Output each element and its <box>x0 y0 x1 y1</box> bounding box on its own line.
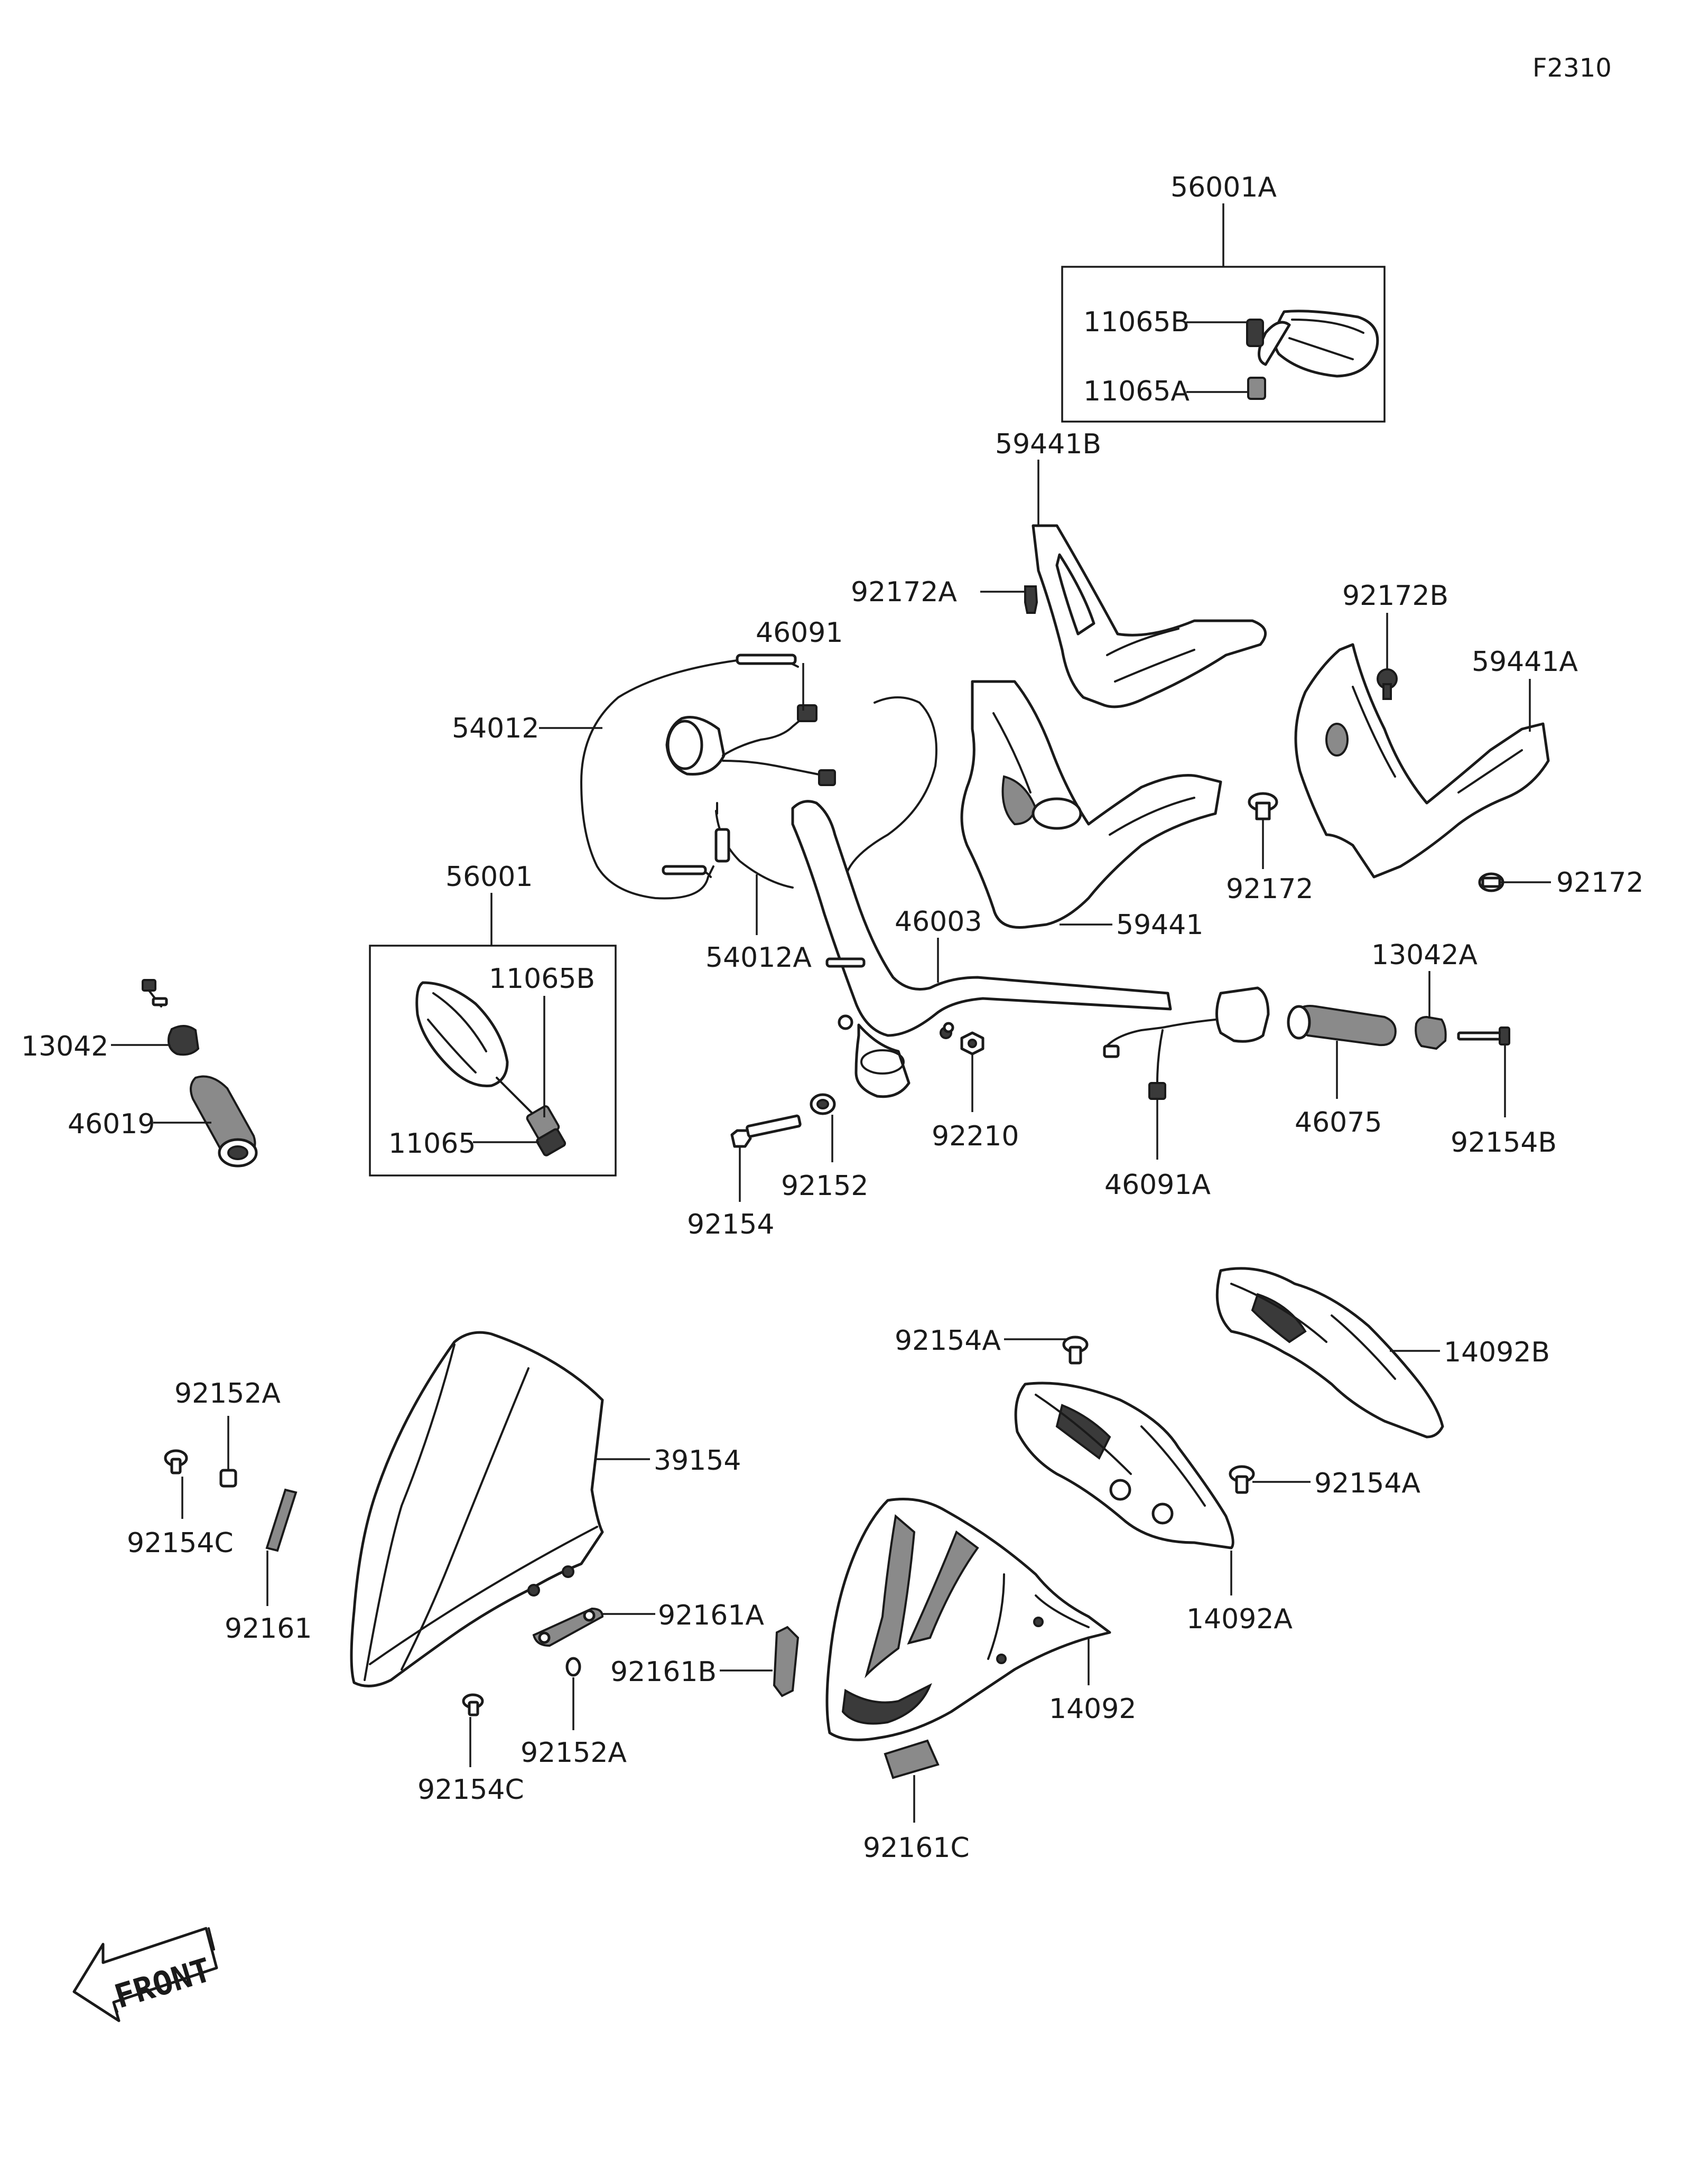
label-46019: 46019 <box>68 1108 155 1140</box>
label-11065: 11065 <box>388 1128 476 1160</box>
label-46003: 46003 <box>895 906 982 938</box>
label-92154a-top: 92154A <box>895 1325 1001 1357</box>
cover-14092 <box>825 1498 1111 1741</box>
front-arrow-icon <box>72 1927 218 2022</box>
screw-92154a-right <box>1229 1465 1311 1494</box>
cable-54012a <box>714 696 937 935</box>
windshield-39154 <box>350 1331 650 1687</box>
bolt-92154b <box>1457 1026 1510 1117</box>
label-56001: 56001 <box>445 861 533 893</box>
label-59441a: 59441A <box>1472 646 1578 678</box>
switch-46091a <box>1103 986 1270 1160</box>
label-11065b-left: 11065B <box>489 963 595 995</box>
screw-92154c-bottom <box>462 1693 484 1767</box>
cover-59441a <box>1294 643 1550 879</box>
nut-92210 <box>960 1031 984 1112</box>
label-92161: 92161 <box>225 1613 312 1645</box>
grip-46019 <box>153 1075 258 1168</box>
label-39154: 39154 <box>654 1445 741 1477</box>
label-59441b: 59441B <box>995 428 1101 460</box>
mirror-assembly-56001 <box>369 893 617 1177</box>
screw-92154c-top <box>164 1449 188 1519</box>
bolt-92154 <box>730 1114 802 1202</box>
label-14092a: 14092A <box>1186 1603 1293 1635</box>
label-92154c-bottom: 92154C <box>417 1774 524 1806</box>
grip-46075 <box>1287 1005 1397 1099</box>
cable-54012 <box>539 654 799 900</box>
label-14092: 14092 <box>1049 1693 1136 1725</box>
cover-59441b <box>1032 460 1267 708</box>
spacer-92152a-bottom <box>565 1657 581 1730</box>
plate-92161a <box>532 1607 655 1647</box>
screw-92172-mid <box>1248 792 1278 869</box>
figure-code: F2310 <box>1532 53 1612 83</box>
rubber-92161 <box>265 1488 298 1606</box>
label-92172-right: 92172 <box>1556 867 1643 899</box>
label-92161b: 92161B <box>610 1656 717 1688</box>
label-11065a: 11065A <box>1083 376 1190 407</box>
label-92172a: 92172A <box>851 576 957 608</box>
label-14092b: 14092B <box>1444 1337 1550 1368</box>
bolt-left-grip <box>142 979 168 1007</box>
label-11065b-top: 11065B <box>1083 306 1190 338</box>
screw-92172a <box>980 585 1038 614</box>
cover-59441 <box>960 680 1222 929</box>
label-46091: 46091 <box>756 617 843 649</box>
label-54012: 54012 <box>452 713 539 744</box>
collar-92152 <box>810 1093 836 1162</box>
label-46075: 46075 <box>1295 1107 1382 1138</box>
label-92154a-right: 92154A <box>1314 1468 1420 1499</box>
label-92210: 92210 <box>932 1121 1019 1152</box>
mirror-assembly-56001a <box>1061 203 1386 423</box>
label-92154: 92154 <box>687 1209 774 1240</box>
rubber-92161b <box>720 1626 800 1697</box>
label-59441: 59441 <box>1116 909 1203 941</box>
handlebar-46003 <box>791 800 1172 1098</box>
label-92154b: 92154B <box>1451 1127 1557 1159</box>
label-13042a: 13042A <box>1371 939 1478 971</box>
label-92161c: 92161C <box>863 1832 970 1864</box>
switch-46091 <box>665 663 836 786</box>
cover-14092b <box>1215 1267 1444 1439</box>
label-92152: 92152 <box>781 1170 868 1202</box>
label-92161a: 92161A <box>658 1600 764 1631</box>
label-13042: 13042 <box>21 1031 108 1062</box>
rubber-92161c <box>884 1739 940 1823</box>
weight-13042 <box>111 1025 200 1056</box>
label-54012a: 54012A <box>705 942 812 974</box>
screw-92172-right <box>1478 872 1551 892</box>
label-92172-mid: 92172 <box>1226 873 1313 905</box>
label-92154c-top: 92154C <box>127 1527 234 1559</box>
screw-92154a-top <box>1004 1336 1089 1365</box>
label-92152a-top: 92152A <box>174 1378 281 1410</box>
label-46091a: 46091A <box>1104 1169 1211 1201</box>
label-56001a: 56001A <box>1170 172 1277 203</box>
screw-92172b <box>1377 613 1398 700</box>
label-92172b: 92172B <box>1342 580 1448 612</box>
weight-13042a <box>1415 971 1447 1050</box>
label-92152a-bottom: 92152A <box>521 1737 627 1769</box>
spacer-92152a-top <box>219 1416 237 1488</box>
cover-14092a <box>1014 1382 1234 1595</box>
